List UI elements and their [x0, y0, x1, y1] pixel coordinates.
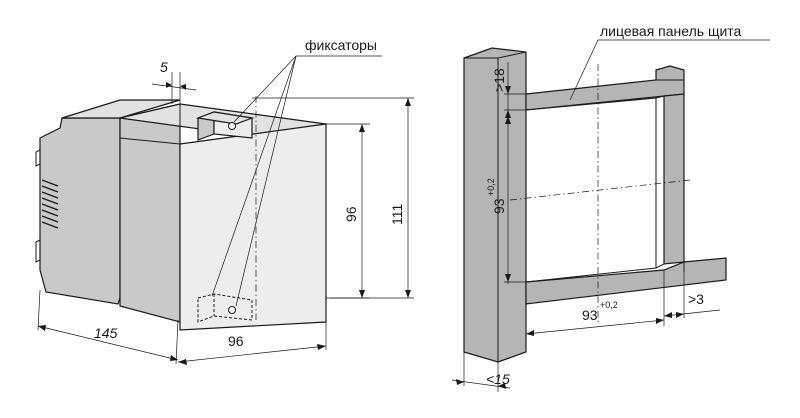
dim-offset-5: 5	[151, 59, 197, 104]
fixator-top	[195, 111, 255, 141]
panel-face-label: лицевая панель щита	[600, 23, 742, 39]
panel-right-bar	[663, 93, 685, 265]
dim-face-width-label: 96	[228, 333, 244, 349]
dim-side-gap: >3	[663, 272, 721, 318]
dim-cutout-width-base: 93	[582, 307, 598, 323]
dim-top-gap-label: >18	[491, 68, 507, 92]
vent-slots	[41, 179, 59, 229]
dim-offset-label: 5	[160, 59, 168, 75]
dim-cutout-height-tol: +0,2	[486, 178, 496, 196]
panel-top-bar	[525, 65, 685, 111]
dim-face-height: 96	[326, 123, 370, 299]
dim-thickness: <15	[451, 352, 511, 392]
dim-cutout-width: 93 +0,2	[525, 270, 665, 340]
dim-total-height-label: 111	[389, 204, 405, 225]
dim-side-gap-label: >3	[688, 291, 704, 307]
dim-top-gap: >18	[491, 62, 528, 118]
dim-length: 145	[37, 289, 179, 365]
device-front-face	[179, 123, 327, 331]
callout-leader-2	[211, 55, 297, 297]
cutout-centerline-h	[509, 179, 691, 201]
panel-callout-leader	[569, 39, 599, 101]
callout-leader-1	[233, 55, 297, 123]
dim-cutout-width-tol: +0,2	[600, 300, 618, 310]
dim-face-height-label: 96	[343, 206, 359, 222]
dim-total-height: 111	[252, 97, 414, 299]
fixator-bottom	[197, 293, 253, 323]
dim-face-width: 96	[177, 322, 327, 365]
device-sleeve-side	[119, 103, 181, 323]
device-rear-housing	[39, 117, 121, 305]
dim-thickness-label: <15	[486, 371, 510, 387]
dim-cutout-height-base: 93	[491, 198, 507, 214]
fixators-label: фиксаторы	[305, 37, 377, 53]
dim-cutout-height: 93 +0,2	[486, 116, 528, 284]
dim-length-label: 145	[94, 325, 118, 341]
panel-cutout-isometric: лицевая панель щита >18 93 +0,2 93	[451, 23, 770, 392]
device-isometric: фиксаторы 5 96 111	[35, 37, 414, 365]
